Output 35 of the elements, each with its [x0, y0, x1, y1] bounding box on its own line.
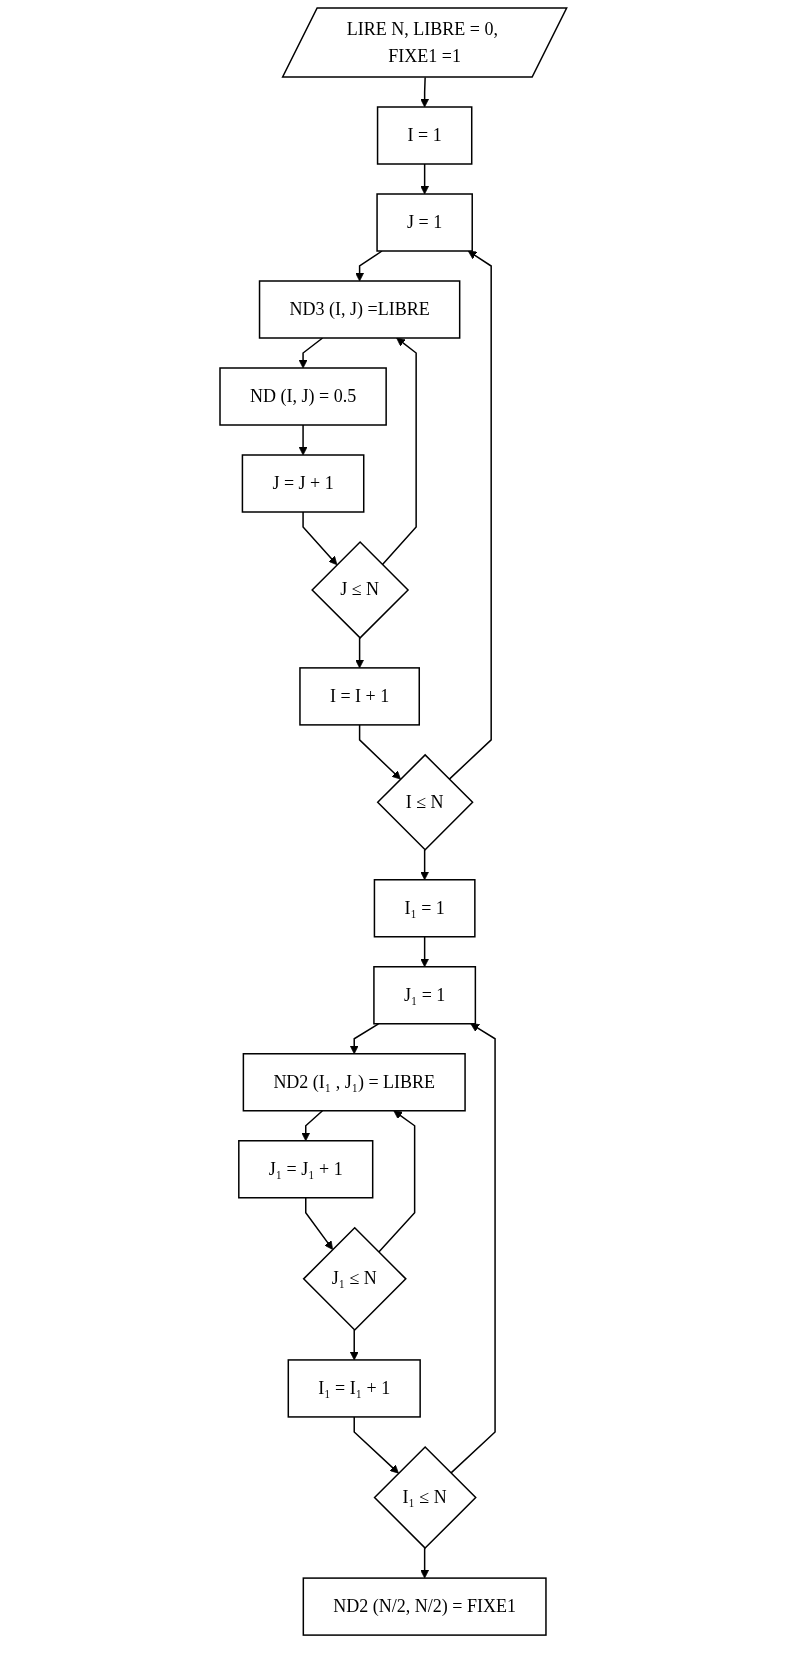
arrow — [302, 511, 337, 566]
node-box: ND2 (I₁ , J₁) = LIBRE — [242, 1053, 466, 1112]
arrow — [301, 1110, 323, 1142]
arrow — [377, 1110, 416, 1253]
node-diamond: J ≤ N — [310, 540, 409, 639]
arrow — [304, 1197, 333, 1250]
node-box: J = 1 — [376, 193, 473, 252]
arrow — [419, 163, 429, 195]
node-box: J₁ = 1 — [372, 966, 476, 1025]
arrow — [419, 849, 429, 881]
node-diamond: I ≤ N — [376, 753, 474, 851]
node-box: I₁ = 1 — [373, 879, 476, 938]
arrow — [419, 1547, 429, 1579]
arrow — [449, 1023, 496, 1474]
arrow — [349, 1023, 379, 1055]
arrow — [298, 424, 308, 456]
arrow — [448, 250, 492, 781]
arrow — [381, 337, 417, 566]
arrow — [358, 724, 401, 780]
arrow — [298, 337, 323, 369]
node-box: ND (I, J) = 0.5 — [218, 367, 387, 426]
arrow — [419, 936, 429, 968]
node-box: I = 1 — [376, 106, 473, 165]
arrow — [354, 637, 364, 669]
node-box: I₁ = I₁ + 1 — [287, 1359, 421, 1418]
node-box: I = I + 1 — [298, 667, 420, 726]
arrow — [354, 250, 383, 282]
node-diamond: I₁ ≤ N — [373, 1445, 477, 1550]
node-box: J₁ = J₁ + 1 — [237, 1140, 374, 1199]
node-diamond: J₁ ≤ N — [302, 1226, 407, 1331]
node-box: ND2 (N/2, N/2) = FIXE1 — [302, 1577, 547, 1636]
node-box: J = J + 1 — [241, 454, 365, 513]
arrow — [349, 1329, 359, 1361]
node-box: ND3 (I, J) =LIBRE — [258, 280, 461, 339]
arrow — [353, 1416, 399, 1474]
